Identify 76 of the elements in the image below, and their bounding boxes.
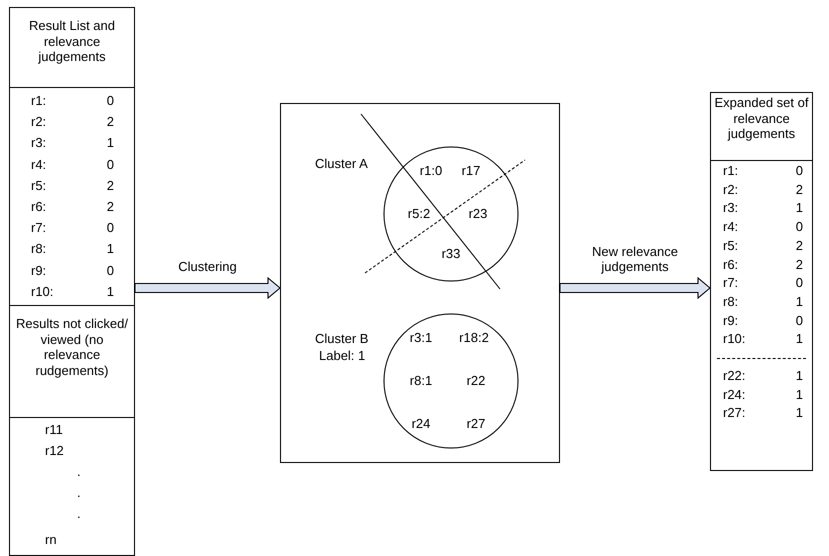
result-id: r2: bbox=[723, 182, 738, 197]
block-arrow bbox=[134, 276, 281, 300]
relevance-score: 1 bbox=[796, 200, 803, 216]
result-id: r10: bbox=[31, 284, 54, 299]
result-id: rn bbox=[45, 532, 57, 547]
cluster-panel bbox=[280, 103, 560, 463]
result-id: r3:1 bbox=[410, 330, 432, 345]
result-id: r5: bbox=[31, 178, 46, 193]
result-id: r8: bbox=[31, 241, 46, 256]
block-arrow bbox=[560, 276, 711, 300]
relevance-score: 2 bbox=[796, 182, 803, 197]
relevance-score: 1 bbox=[106, 284, 114, 299]
section-heading: Expanded set of relevance judgements bbox=[714, 95, 810, 142]
result-id: r17 bbox=[462, 163, 480, 178]
result-id: r3: bbox=[31, 135, 46, 150]
result-id: r11 bbox=[45, 422, 63, 437]
result-id: r24 bbox=[412, 416, 430, 431]
relevance-score: 0 bbox=[106, 262, 114, 278]
section-heading: Result List and relevance judgements bbox=[28, 18, 116, 64]
relevance-score: 2 bbox=[796, 238, 803, 253]
relevance-score: 1 bbox=[796, 368, 803, 383]
results-panel bbox=[9, 7, 135, 556]
result-id: r6: bbox=[723, 256, 738, 272]
result-id: . bbox=[77, 506, 81, 521]
cluster-label: Cluster B bbox=[315, 331, 368, 346]
cluster-label: Cluster A bbox=[315, 156, 368, 171]
result-id: r22: bbox=[723, 368, 746, 383]
relevance-score: 1 bbox=[106, 241, 114, 256]
relevance-score: 1 bbox=[796, 405, 803, 420]
relevance-score: 0 bbox=[796, 275, 803, 290]
result-id: r2: bbox=[31, 114, 46, 130]
expanded-panel bbox=[710, 92, 813, 471]
result-id: . bbox=[77, 485, 81, 500]
result-id: r9: bbox=[31, 262, 46, 278]
relevance-score: 0 bbox=[106, 156, 114, 172]
relevance-score: 2 bbox=[106, 199, 114, 214]
relevance-score: 0 bbox=[796, 163, 803, 178]
section-heading: Results not clicked/ viewed (no relevance rudgements) bbox=[15, 316, 129, 378]
relevance-score: 2 bbox=[106, 178, 114, 193]
relevance-score: 2 bbox=[106, 114, 114, 130]
relevance-score: 1 bbox=[796, 294, 803, 309]
result-id: r10: bbox=[723, 331, 746, 346]
result-id: r7: bbox=[31, 220, 46, 236]
relevance-score: 1 bbox=[796, 331, 803, 346]
result-id: r1: bbox=[723, 163, 738, 178]
result-id: r7: bbox=[723, 275, 738, 290]
result-id: r33 bbox=[442, 246, 460, 261]
result-id: r9: bbox=[723, 312, 738, 328]
result-id: r6: bbox=[31, 199, 46, 214]
result-id: r23 bbox=[468, 206, 488, 221]
result-id: r5: bbox=[723, 238, 738, 253]
result-id: . bbox=[77, 464, 81, 479]
edge-label: New relevance judgements bbox=[591, 244, 679, 274]
result-id: r18:2 bbox=[459, 330, 489, 345]
result-id: r27: bbox=[723, 405, 746, 420]
result-id: r24: bbox=[723, 386, 746, 402]
relevance-score: 0 bbox=[106, 93, 114, 108]
result-id: r22 bbox=[466, 373, 486, 388]
result-id: r1: bbox=[31, 93, 46, 108]
cluster-label: Label: 1 bbox=[319, 348, 366, 363]
edge-label: Clustering bbox=[177, 259, 238, 274]
result-id: r4: bbox=[723, 219, 738, 234]
result-id: r3: bbox=[723, 200, 738, 216]
result-id: r27 bbox=[466, 416, 486, 431]
result-id: r12 bbox=[45, 443, 64, 458]
result-id: r1:0 bbox=[420, 163, 442, 178]
relevance-score: 2 bbox=[796, 256, 803, 272]
result-id: r8: bbox=[723, 294, 738, 309]
result-id: r4: bbox=[31, 156, 46, 172]
relevance-score: 0 bbox=[796, 219, 803, 234]
result-id: r8:1 bbox=[410, 373, 432, 388]
result-id: r5:2 bbox=[408, 206, 430, 221]
relevance-score: 0 bbox=[796, 312, 803, 328]
relevance-score: 1 bbox=[106, 135, 114, 150]
relevance-score: 0 bbox=[106, 220, 114, 236]
relevance-score: 1 bbox=[796, 386, 803, 402]
